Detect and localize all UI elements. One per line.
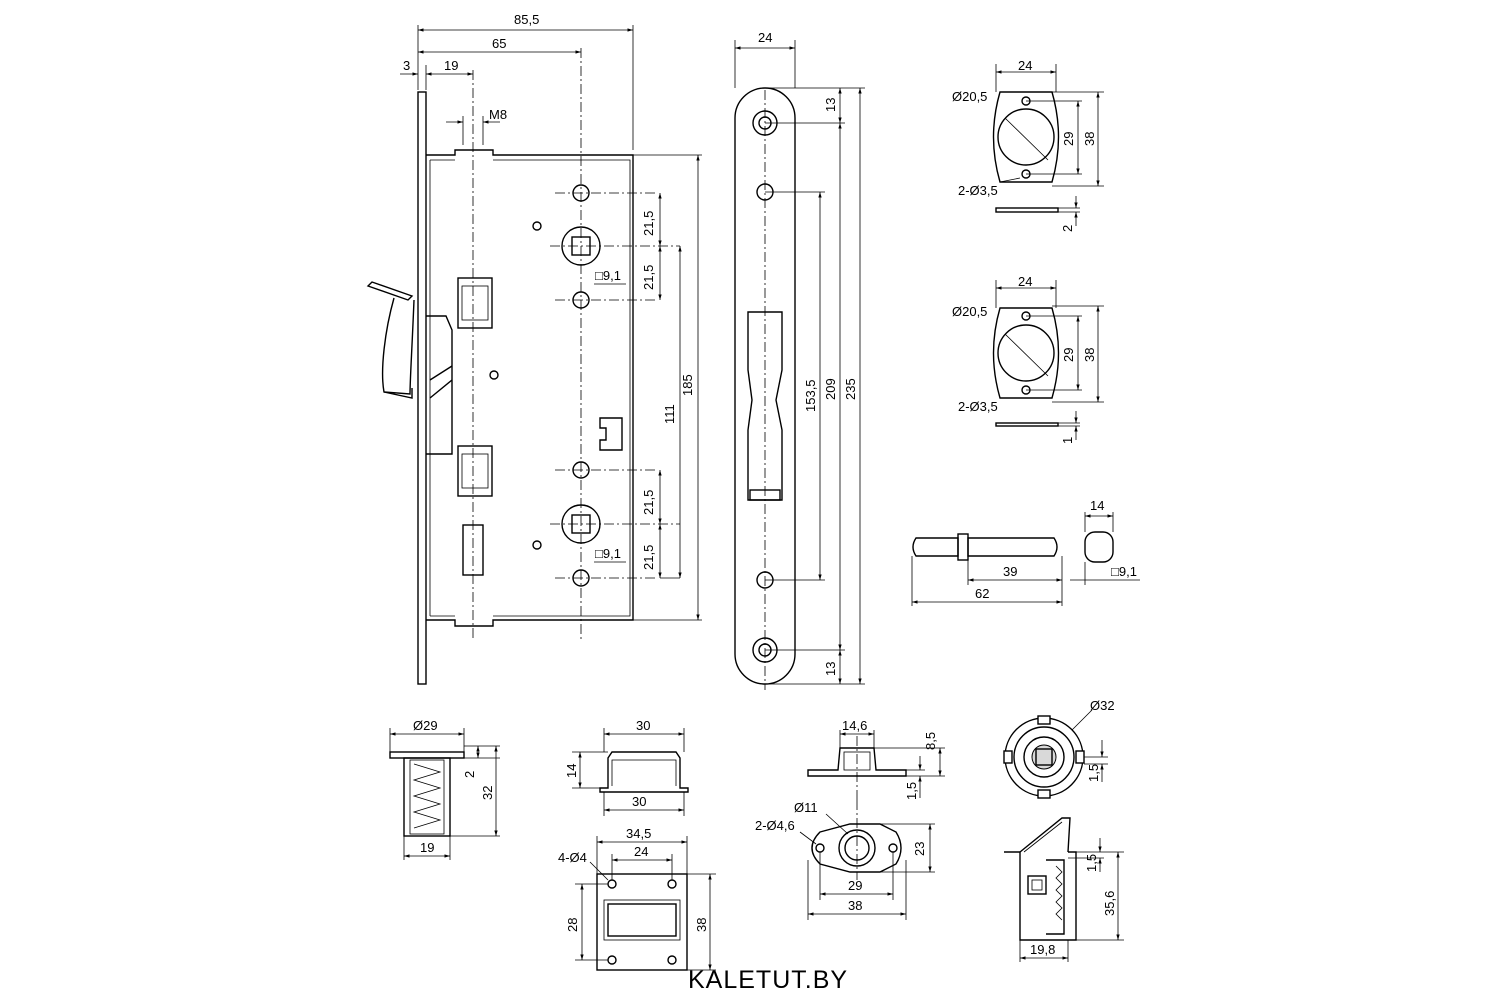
round-cover-view: Ø32 1,5	[1003, 698, 1115, 799]
dim-spring-cup-diameter: Ø29	[413, 718, 438, 733]
dim-floor-cup-base: 1,5	[904, 782, 919, 800]
dim-spring-cup-inner: 19	[420, 840, 434, 855]
dim-spring-cup-flange: 2	[462, 771, 477, 778]
dim-square-bottom: □9,1	[595, 546, 621, 561]
dim-spring-cup-height: 32	[480, 786, 495, 800]
dim-strike-inner-spacing: 24	[634, 844, 648, 859]
rosette-1-view: 24 Ø20,5 2-Ø3,5 29 38 2	[952, 58, 1104, 232]
dim-latch-width: 19,8	[1030, 942, 1055, 957]
dim-latch-step: 1,5	[1084, 854, 1099, 872]
box-strike-view: 30 14 30	[564, 718, 689, 816]
dim-faceplate-bottom-offset: 13	[823, 662, 838, 676]
dim-faceplate-slot-span: 153,5	[803, 379, 818, 412]
dim-spacing-top-b: 21,5	[641, 265, 656, 290]
lock-body-view: 85,5 65 19 3 M8 21,5 21,5 □9,1 21,5 21,5…	[366, 12, 702, 685]
dim-rosette1-screws: 2-Ø3,5	[958, 183, 998, 198]
dim-strike-holes: 4-Ø4	[558, 850, 587, 865]
latch-unit-view: 1,5 35,6 19,8	[1004, 817, 1124, 962]
dim-spacing-bottom-b: 21,5	[641, 545, 656, 570]
dim-spindle-square: □9,1	[1111, 564, 1137, 579]
floor-cup-side-view: 14,6 8,5 1,5	[807, 718, 945, 800]
dim-backset: 65	[492, 36, 506, 51]
dim-floor-cup-width: 14,6	[842, 718, 867, 733]
faceplate-view: 24 13 13 153,5 209 235	[734, 30, 865, 690]
dim-rosette1-thickness: 2	[1060, 225, 1075, 232]
dim-cover-step: 1,5	[1086, 764, 1101, 782]
dim-floor-cup-plate-height: 23	[912, 842, 927, 856]
dim-rosette2-thickness: 1	[1060, 437, 1075, 444]
dim-body-height: 185	[680, 374, 695, 396]
rosette-2-view: 24 Ø20,5 2-Ø3,5 29 38 1	[952, 274, 1104, 444]
spring-cup-view: Ø29 2 32 19	[389, 718, 500, 860]
dim-box-height: 14	[564, 764, 579, 778]
dim-latch-height: 35,6	[1102, 891, 1117, 916]
dim-square-top: □9,1	[595, 268, 621, 283]
dim-floor-cup-height: 8,5	[923, 732, 938, 750]
dim-spindle-length: 62	[975, 586, 989, 601]
dim-rosette2-hole: Ø20,5	[952, 304, 987, 319]
dim-strike-vertical: 28	[565, 918, 580, 932]
floor-cup-top-view: Ø11 2-Ø4,6 29 38 23	[755, 800, 935, 920]
dim-spacing-bottom-a: 21,5	[641, 490, 656, 515]
dim-rosette2-width: 24	[1018, 274, 1032, 289]
spindle-view: 62 39 14 □9,1	[911, 498, 1140, 606]
dim-faceplate-hole-span: 209	[823, 378, 838, 400]
dim-spindle-distance: 111	[662, 404, 677, 424]
dim-faceplate-length: 235	[843, 378, 858, 400]
dim-floor-cup-length: 38	[848, 898, 862, 913]
dim-floor-cup-holes: 2-Ø4,6	[755, 818, 795, 833]
dim-rosette1-inner: 29	[1061, 132, 1076, 146]
dim-spindle-shaft: 39	[1003, 564, 1017, 579]
dim-cover-diameter: Ø32	[1090, 698, 1115, 713]
strike-plate-view: 34,5 24 4-Ø4 28 38	[558, 826, 716, 971]
dim-overall-width: 85,5	[514, 12, 539, 27]
dim-thread: M8	[489, 107, 507, 122]
dim-rosette2-outer: 38	[1082, 348, 1097, 362]
dim-floor-cup-hole-spacing: 29	[848, 878, 862, 893]
watermark: KALETUT.BY	[688, 966, 848, 994]
dim-spacing-top-a: 21,5	[641, 211, 656, 236]
dim-spindle-diameter: 14	[1090, 498, 1104, 513]
dim-faceplate-width: 24	[758, 30, 772, 45]
dim-rosette1-width: 24	[1018, 58, 1032, 73]
dim-rosette1-hole: Ø20,5	[952, 89, 987, 104]
dim-rosette2-inner: 29	[1061, 348, 1076, 362]
dim-rosette1-outer: 38	[1082, 132, 1097, 146]
dim-faceplate-top-offset: 13	[823, 98, 838, 112]
dim-rosette2-screws: 2-Ø3,5	[958, 399, 998, 414]
dim-box-top-width: 30	[636, 718, 650, 733]
dim-box-bottom-width: 30	[632, 794, 646, 809]
dim-floor-cup-bore: Ø11	[794, 800, 818, 815]
dim-strike-height: 38	[694, 918, 709, 932]
dim-strike-outer-spacing: 34,5	[626, 826, 651, 841]
dim-faceplate-thickness: 3	[403, 58, 410, 73]
dim-faceplate-to-axis: 19	[444, 58, 458, 73]
